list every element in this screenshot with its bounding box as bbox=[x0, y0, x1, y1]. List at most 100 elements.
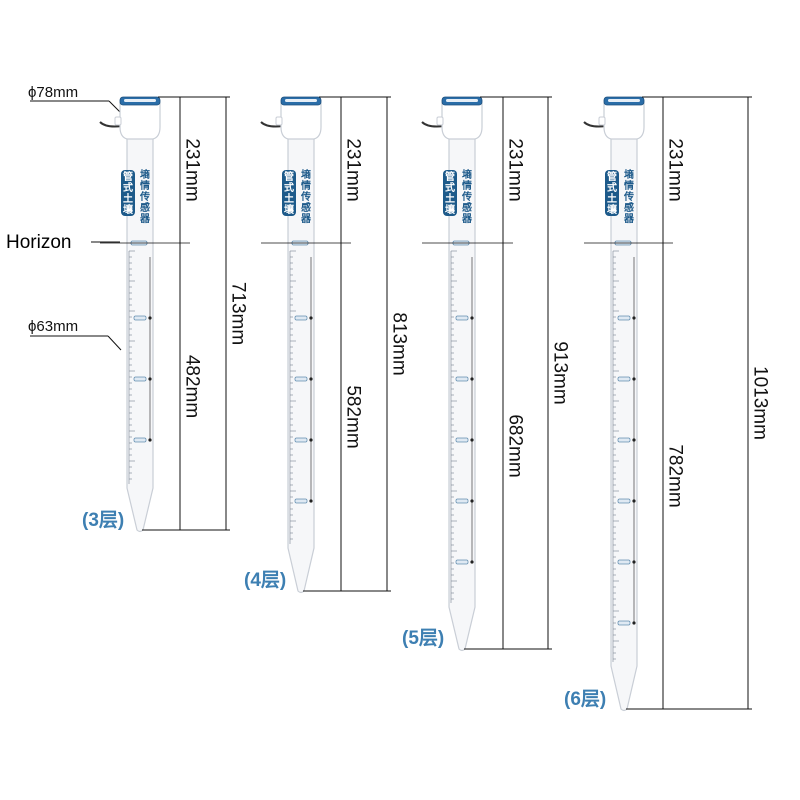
sensor-mark bbox=[617, 620, 631, 626]
probe-cap-lid-highlight bbox=[446, 99, 478, 102]
dim-upper-label: 231mm bbox=[182, 138, 203, 201]
product-badge-char: 管 bbox=[284, 170, 294, 183]
sensor-mark bbox=[133, 315, 147, 321]
sensor-dot bbox=[470, 499, 474, 503]
sensor-dot bbox=[632, 499, 636, 503]
product-badge-char: 管 bbox=[123, 170, 133, 183]
sensor-mark bbox=[133, 437, 147, 443]
sensor-dot bbox=[148, 438, 152, 442]
product-badge-char: 土 bbox=[445, 192, 455, 205]
product-side-char: 墒 bbox=[140, 168, 150, 181]
sensor-mark bbox=[617, 437, 631, 443]
tube-diameter-label: ϕ63mm bbox=[28, 318, 78, 335]
layer-caption: (3层) bbox=[82, 509, 124, 531]
product-badge-char: 土 bbox=[607, 192, 617, 205]
probe-cap bbox=[119, 102, 161, 140]
dim-lower-label: 682mm bbox=[505, 414, 526, 477]
product-side-char: 墒 bbox=[301, 168, 311, 181]
sensor-mark bbox=[455, 315, 469, 321]
product-side-char: 传 bbox=[461, 190, 472, 203]
product-badge bbox=[443, 170, 457, 216]
product-badge-char: 管 bbox=[607, 170, 617, 183]
probe-cap-port bbox=[275, 116, 283, 126]
layer-caption: (4层) bbox=[244, 569, 286, 591]
product-side-char: 器 bbox=[623, 213, 635, 225]
sensor-dot bbox=[632, 621, 636, 625]
sensor-dot bbox=[470, 316, 474, 320]
sensor-mark bbox=[455, 376, 469, 382]
dim-upper-label: 231mm bbox=[505, 138, 526, 201]
layer-caption: (6层) bbox=[564, 688, 606, 710]
sensor-mark bbox=[294, 376, 308, 382]
probe-cap-lid-highlight bbox=[124, 99, 156, 102]
product-badge-char: 壤 bbox=[284, 203, 295, 216]
product-badge-char: 壤 bbox=[445, 203, 456, 216]
product-badge bbox=[121, 170, 135, 216]
sensor-mark bbox=[455, 559, 469, 565]
top-diameter-callout: ϕ78mm bbox=[28, 84, 122, 114]
horizon-callout: Horizon bbox=[6, 232, 120, 253]
probe-cap-port bbox=[114, 116, 122, 126]
sensor-mark bbox=[617, 498, 631, 504]
probe-tube bbox=[448, 136, 476, 652]
sensor-mark bbox=[617, 559, 631, 565]
probe-cap-port bbox=[598, 116, 606, 126]
sensor-dot bbox=[632, 438, 636, 442]
product-badge-char: 壤 bbox=[123, 203, 134, 216]
sensor-dot bbox=[309, 438, 313, 442]
sensor-dot bbox=[632, 560, 636, 564]
top-diameter-label: ϕ78mm bbox=[28, 84, 78, 101]
tube-diameter-leader-slant bbox=[107, 335, 122, 351]
product-badge-char: 式 bbox=[123, 181, 133, 194]
sensor-mark bbox=[133, 376, 147, 382]
probe-cap bbox=[280, 102, 322, 140]
product-badge-char: 式 bbox=[445, 181, 455, 194]
sensor-dot bbox=[148, 377, 152, 381]
sensor-mark bbox=[617, 376, 631, 382]
layer-caption: (5层) bbox=[402, 627, 444, 649]
horizon-label: Horizon bbox=[6, 232, 71, 253]
probes: 管式土壤墒情传感器231mm482mm713mm(3层)管式土壤墒情传感器231… bbox=[82, 96, 771, 712]
product-side-char: 感 bbox=[462, 201, 472, 214]
product-side-char: 器 bbox=[300, 213, 312, 225]
dim-lower-label: 782mm bbox=[665, 444, 686, 507]
dim-total-label: 713mm bbox=[228, 282, 249, 345]
product-badge-char: 壤 bbox=[607, 203, 618, 216]
tube-diameter-callout: ϕ63mm bbox=[28, 318, 122, 351]
dim-upper-label: 231mm bbox=[343, 138, 364, 201]
product-badge bbox=[605, 170, 619, 216]
product-side-char: 传 bbox=[623, 190, 634, 203]
probe-cap-lid-highlight bbox=[608, 99, 640, 102]
dim-total-label: 913mm bbox=[550, 341, 571, 404]
dim-upper-label: 231mm bbox=[665, 138, 686, 201]
top-diameter-leader-slant bbox=[108, 100, 122, 114]
sensor-mark bbox=[617, 315, 631, 321]
dim-lower-label: 482mm bbox=[182, 355, 203, 418]
product-side-char: 情 bbox=[140, 179, 150, 192]
product-side-char: 墒 bbox=[462, 168, 472, 181]
sensor-dot bbox=[470, 438, 474, 442]
product-badge-char: 管 bbox=[445, 170, 455, 183]
product-badge-char: 土 bbox=[284, 192, 294, 205]
dim-lower-label: 582mm bbox=[343, 385, 364, 448]
probe-cap-lid-highlight bbox=[285, 99, 317, 102]
probe-tube bbox=[126, 136, 154, 533]
sensor-dot bbox=[309, 377, 313, 381]
product-badge bbox=[282, 170, 296, 216]
sensor-mark bbox=[455, 498, 469, 504]
product-side-char: 情 bbox=[301, 179, 311, 192]
sensor-dot bbox=[309, 316, 313, 320]
product-side-char: 情 bbox=[462, 179, 472, 192]
probe-cap bbox=[603, 102, 645, 140]
product-side-char: 墒 bbox=[624, 168, 634, 181]
dim-total-label: 813mm bbox=[389, 312, 410, 375]
sensor-mark bbox=[294, 437, 308, 443]
sensor-dot bbox=[470, 560, 474, 564]
product-side-char: 传 bbox=[139, 190, 150, 203]
product-badge-char: 土 bbox=[123, 192, 133, 205]
product-badge-char: 式 bbox=[284, 181, 294, 194]
sensor-dot bbox=[148, 316, 152, 320]
